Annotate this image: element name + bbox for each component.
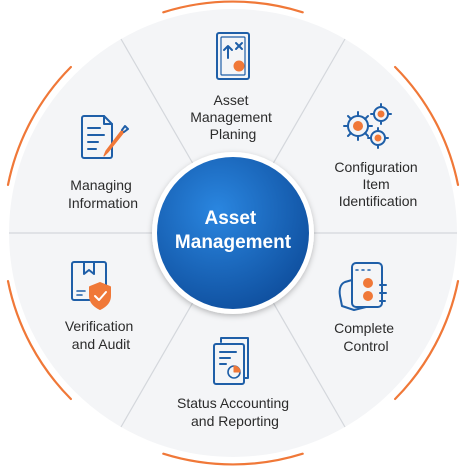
segment-label-line: Managing — [70, 177, 132, 193]
segment-label-line: and Audit — [72, 336, 130, 352]
outer-arc-right-upper — [394, 65, 460, 186]
center-title: Asset Management — [175, 208, 292, 253]
segment-label-line: Information — [68, 195, 138, 211]
segment-label-line: Management — [190, 109, 272, 125]
strategy-board-icon — [216, 32, 250, 80]
segment-label-line: Item — [362, 176, 389, 192]
center-hub — [157, 157, 309, 309]
segment-label-control: Complete Control — [334, 320, 398, 354]
gears-icon — [343, 103, 392, 149]
segment-label-line: Control — [343, 338, 388, 354]
segment-label-line: Asset — [214, 92, 249, 108]
segment-label-line: Verification — [65, 318, 133, 334]
segment-label-line: Configuration — [334, 159, 417, 175]
segment-label-line: Identification — [339, 193, 418, 209]
center-title-line: Asset — [204, 208, 256, 229]
segment-label-line: Status Accounting — [177, 395, 289, 411]
segment-label-verification: Verification and Audit — [65, 318, 137, 352]
report-documents-icon — [213, 337, 249, 385]
hand-remote-icon — [338, 262, 387, 311]
outer-arc-right-lower — [394, 280, 460, 401]
outer-arc-top — [162, 0, 304, 14]
segment-label-line: Planing — [210, 126, 257, 142]
outer-arcs — [6, 0, 460, 466]
segment-label-line: and Reporting — [191, 413, 279, 429]
outer-arc-left-upper — [6, 65, 72, 186]
center-title-line: Management — [175, 232, 292, 253]
segment-label-planning: Asset Management Planing — [190, 92, 276, 142]
segment-label-status: Status Accounting and Reporting — [177, 395, 293, 429]
segment-label-configuration: Configuration Item Identification — [334, 159, 421, 209]
segment-label-line: Complete — [334, 320, 394, 336]
outer-arc-left-lower — [6, 280, 72, 401]
outer-arc-bottom — [162, 452, 304, 466]
segment-label-information: Managing Information — [68, 177, 138, 211]
document-pen-icon — [81, 115, 129, 159]
box-shield-icon — [71, 261, 111, 310]
